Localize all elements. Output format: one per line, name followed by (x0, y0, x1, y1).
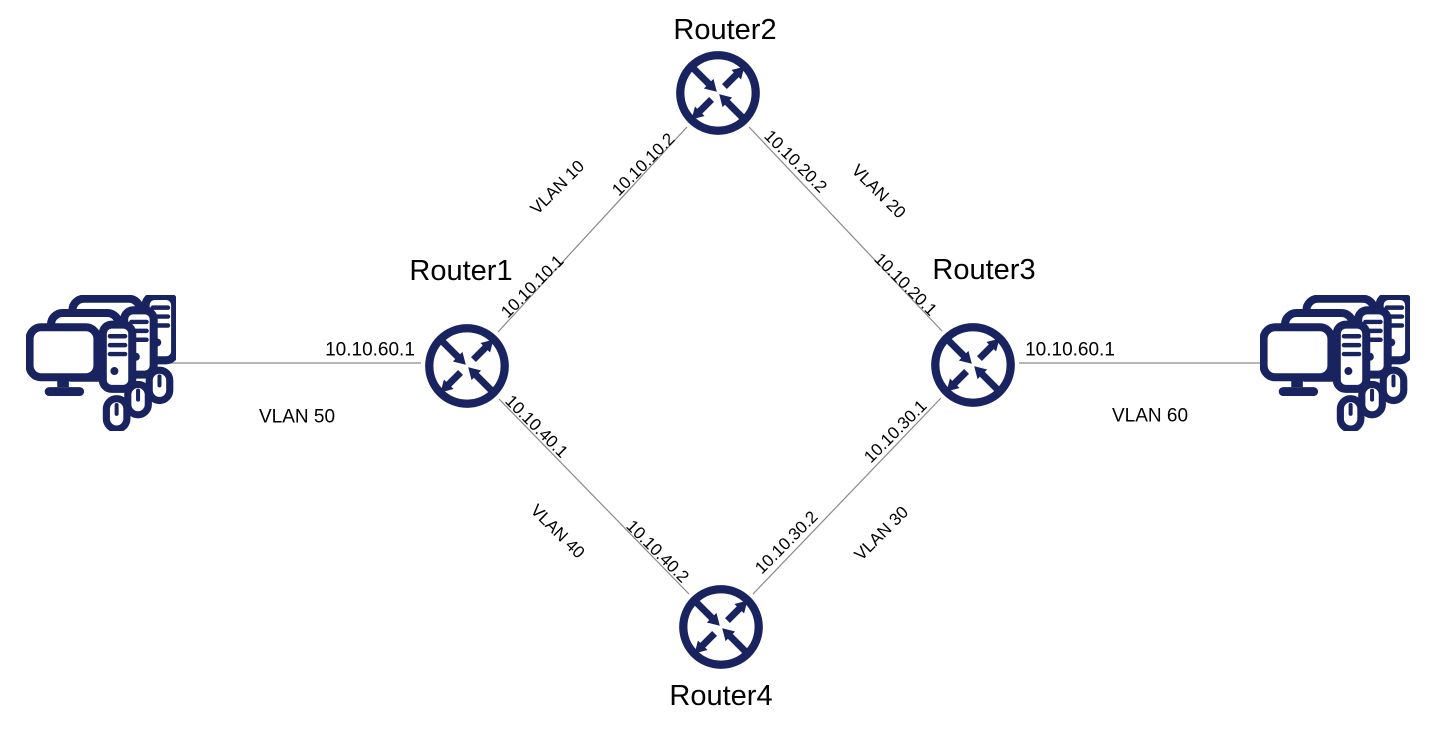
vlan60-label: VLAN 60 (1111, 405, 1189, 427)
ip-label-left-10-10-60-1: 10.10.60.1 (325, 339, 415, 361)
router-crossed-arrows-icon (927, 319, 1019, 411)
link-router1-router2 (497, 126, 688, 333)
vlan50-label: VLAN 50 (258, 406, 336, 428)
computer-workstation-cluster-icon (26, 295, 176, 431)
router4-label: Router4 (669, 680, 773, 713)
router3-label: Router3 (932, 254, 1036, 287)
router2-label: Router2 (673, 14, 777, 47)
link-router4-router3 (752, 397, 942, 595)
ip-label-right-10-10-60-1: 10.10.60.1 (1025, 339, 1115, 361)
computer-workstation-cluster-icon (1260, 295, 1410, 431)
link-router1-router4 (498, 398, 690, 595)
router-crossed-arrows-icon (675, 581, 767, 673)
link-router2-router3 (748, 126, 943, 332)
router-crossed-arrows-icon (672, 47, 764, 139)
router-crossed-arrows-icon (421, 320, 513, 412)
router1-label: Router1 (409, 255, 513, 288)
